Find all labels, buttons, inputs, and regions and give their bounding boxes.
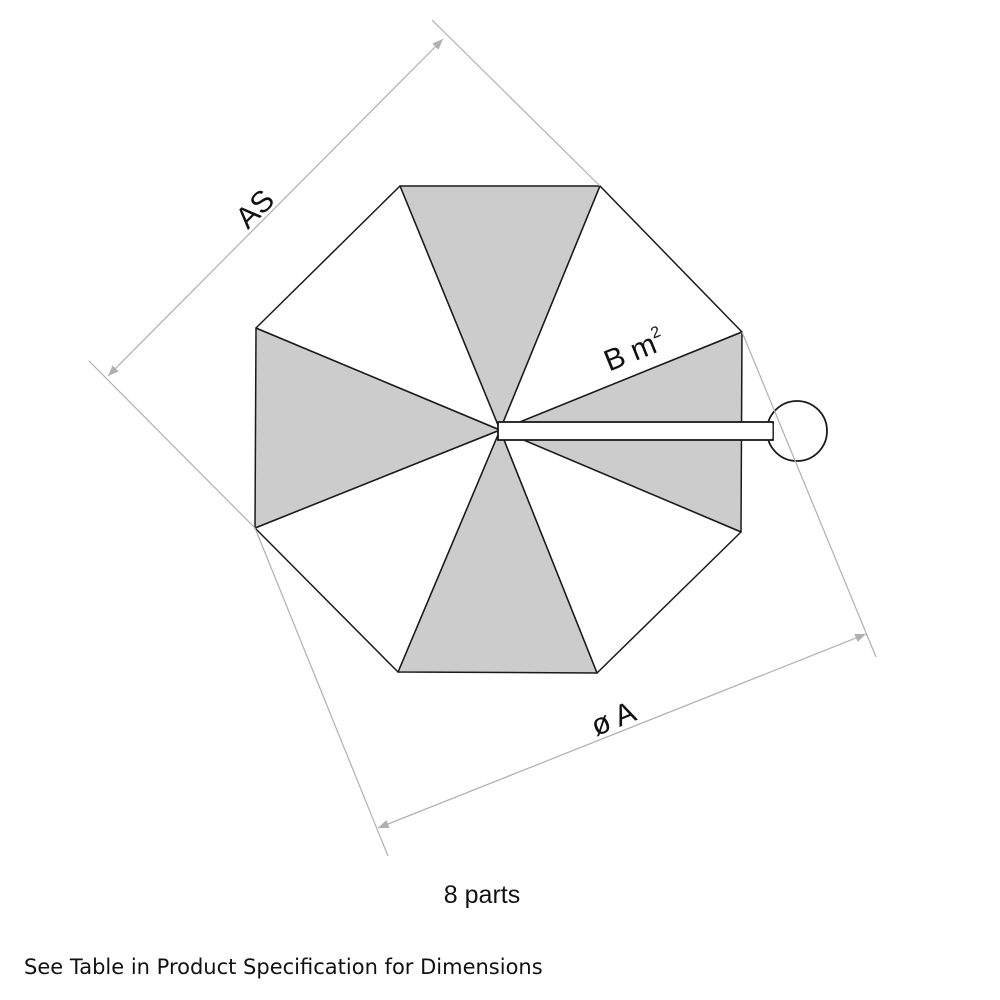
parts-label: 8 parts — [444, 881, 520, 909]
diameter-label: ø A — [586, 695, 640, 742]
footer-note: See Table in Product Specification for D… — [24, 955, 543, 979]
dimension-lines — [88, 19, 877, 857]
handle — [497, 400, 828, 462]
diameter-extension-left — [254, 527, 389, 857]
as-dimension — [107, 38, 444, 377]
as-extension-bottom — [88, 360, 256, 529]
as-extension-top — [431, 19, 601, 187]
side-length-label: AS — [229, 183, 281, 235]
diameter-dimension — [377, 633, 867, 829]
diameter-extension-right — [741, 331, 877, 658]
